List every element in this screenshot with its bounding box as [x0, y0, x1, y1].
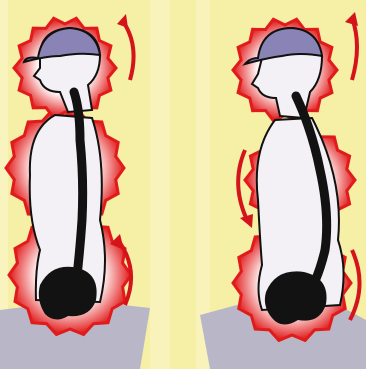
- posture-illustration: [0, 0, 366, 369]
- illustration-svg: [0, 0, 366, 369]
